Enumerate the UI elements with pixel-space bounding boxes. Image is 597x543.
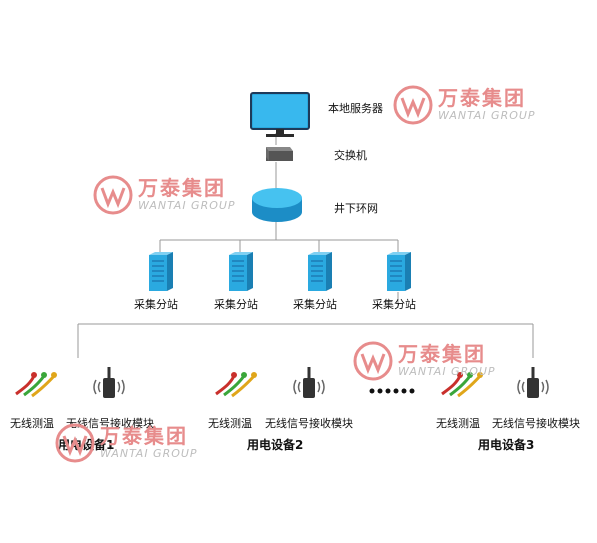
- ellipsis-dots: [368, 381, 418, 400]
- server-rack-icon: [225, 252, 255, 296]
- substation-label: 采集分站: [214, 298, 258, 311]
- device-name: 用电设备2: [247, 438, 304, 452]
- sensor-label: 无线测温: [208, 417, 252, 430]
- server-rack-icon: [304, 252, 334, 296]
- monitor-icon: [250, 92, 310, 142]
- substation-label: 采集分站: [134, 298, 178, 311]
- ring-label: 井下环网: [334, 202, 378, 215]
- substation-label: 采集分站: [372, 298, 416, 311]
- receiver-module-icon: [90, 366, 128, 404]
- sensor-label: 无线测温: [10, 417, 54, 430]
- device-name: 用电设备1: [58, 438, 115, 452]
- device-name: 用电设备3: [478, 438, 535, 452]
- server-label: 本地服务器: [328, 102, 383, 115]
- switch-label: 交换机: [334, 149, 367, 162]
- temperature-sensor-icon: [214, 370, 258, 402]
- receiver-label: 无线信号接收模块: [66, 417, 154, 430]
- receiver-label: 无线信号接收模块: [492, 417, 580, 430]
- receiver-label: 无线信号接收模块: [265, 417, 353, 430]
- switch-icon: [262, 143, 294, 167]
- server-rack-icon: [145, 252, 175, 296]
- temperature-sensor-icon: [14, 370, 58, 402]
- ring-network-icon: [250, 186, 304, 228]
- temperature-sensor-icon: [440, 370, 484, 402]
- sensor-label: 无线测温: [436, 417, 480, 430]
- receiver-module-icon: [514, 366, 552, 404]
- substation-label: 采集分站: [293, 298, 337, 311]
- server-rack-icon: [383, 252, 413, 296]
- receiver-module-icon: [290, 366, 328, 404]
